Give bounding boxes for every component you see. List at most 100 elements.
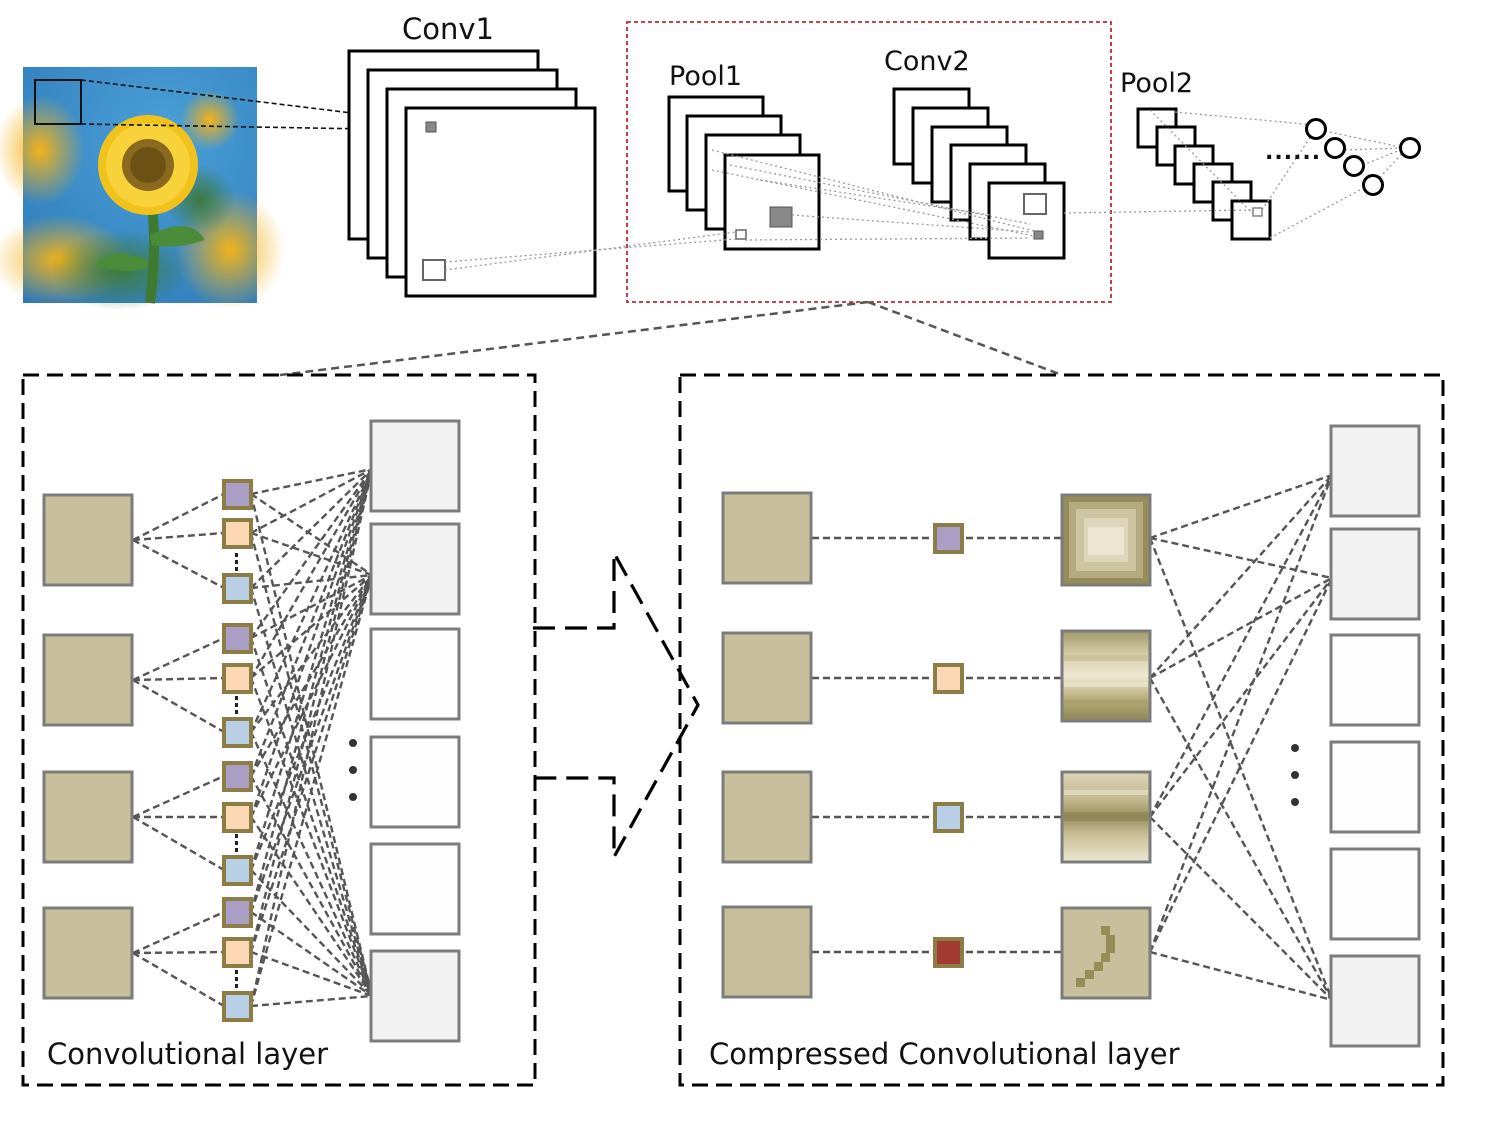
kernel (222, 623, 253, 654)
dashed-connection (249, 775, 374, 997)
transform-arrow (533, 552, 700, 858)
dashed-connection (249, 574, 374, 818)
dashed-connection (249, 574, 374, 913)
input-map (42, 906, 134, 1000)
dashed-connection (132, 910, 225, 955)
input-map (42, 770, 134, 864)
right-panel-frame (678, 373, 1445, 1087)
pool1-feature-maps (667, 95, 821, 251)
right-panel-caption: Compressed Convolutional layer (709, 1037, 1180, 1071)
compressed-map-2 (1060, 629, 1152, 723)
top-dotted-connections (444, 109, 1406, 271)
dashed-connection (132, 636, 225, 682)
dashed-connection (249, 468, 374, 871)
dashed-connection (249, 637, 374, 997)
dashed-connection (250, 467, 373, 535)
dashed-connection (250, 467, 373, 496)
input-map (721, 770, 813, 864)
output-map (369, 949, 461, 1043)
input-map (721, 905, 813, 999)
kernel (933, 937, 964, 968)
dashed-connection (1149, 474, 1333, 679)
kernel (222, 479, 253, 510)
left-connections (132, 467, 374, 1008)
kernel (222, 663, 253, 694)
input-map (721, 631, 813, 725)
conv2-receptive-cell (1033, 230, 1044, 240)
dashed-connection (1148, 577, 1334, 953)
dashed-connection (1149, 576, 1333, 680)
kernel (222, 937, 253, 968)
left-output-maps (369, 419, 461, 1043)
output-map (1329, 847, 1421, 941)
kernel (222, 761, 253, 792)
dashed-connection (249, 468, 374, 777)
input-map (42, 633, 134, 727)
conv2-patch (1023, 193, 1047, 215)
dashed-connection (249, 468, 374, 1007)
dashed-connection (132, 774, 225, 819)
conv1-feature-maps (347, 49, 597, 298)
left-vertical-ellipsis (349, 739, 357, 801)
dashed-connection (249, 574, 374, 871)
output-map (1329, 424, 1421, 518)
dashed-connection (250, 468, 373, 589)
kernel (933, 802, 964, 833)
kernel (933, 523, 964, 554)
dashed-connection (132, 951, 225, 1008)
output-map (1329, 633, 1421, 727)
left-panel-frame (21, 373, 537, 1087)
conv1-label: Conv1 (402, 12, 494, 46)
left-kernels (222, 479, 253, 1022)
dashed-connection (249, 574, 374, 1007)
conv2-label: Conv2 (884, 46, 970, 77)
dashed-connection (250, 816, 373, 997)
conv1-patch (422, 259, 446, 281)
dashed-connection (250, 573, 373, 640)
input-map (721, 491, 813, 585)
dashed-connection (249, 468, 374, 679)
right-vertical-ellipsis (1291, 744, 1299, 806)
output-map (1329, 740, 1421, 834)
dashed-connection (250, 869, 373, 997)
kernel (222, 717, 253, 748)
dashed-connection (249, 574, 374, 777)
dashed-connection (1148, 537, 1334, 1001)
dashed-connection (1149, 950, 1333, 1002)
output-map (1329, 527, 1421, 621)
dashed-connection (132, 676, 225, 682)
pool1-patch (735, 229, 747, 240)
dashed-connection (132, 492, 225, 542)
input-image (0, 67, 285, 310)
fc-ellipsis: ...... (1265, 140, 1322, 165)
left-panel-caption: Convolutional layer (47, 1037, 329, 1071)
output-map (369, 627, 461, 721)
dashed-connection (132, 678, 225, 734)
dashed-connection (1149, 816, 1333, 1001)
kernel (222, 802, 253, 833)
dashed-connection (250, 573, 373, 590)
compressed-map-4 (1060, 906, 1152, 1000)
dashed-connection (249, 677, 374, 997)
dashed-connection (132, 531, 225, 542)
highlight-box (626, 21, 1112, 303)
dashed-connection (1148, 474, 1334, 953)
dashed-connection (249, 468, 374, 733)
pool2-label: Pool2 (1120, 68, 1194, 99)
kernel (222, 855, 253, 886)
left-kernel-dots (235, 553, 238, 988)
dashed-connection (250, 574, 373, 679)
dashed-connection (132, 950, 225, 955)
dashed-connection (250, 994, 373, 1008)
pool2-feature-maps (1136, 107, 1272, 241)
dashed-connection (1148, 677, 1334, 1001)
compressed-map-1 (1060, 493, 1152, 587)
output-map (369, 842, 461, 936)
compressed-map-3 (1060, 770, 1152, 864)
dashed-connection (1149, 577, 1333, 818)
output-map (369, 522, 461, 616)
kernel (222, 991, 253, 1022)
fc-neurons (1305, 118, 1421, 196)
dashed-connection (1148, 474, 1334, 818)
left-input-maps (42, 493, 134, 1000)
